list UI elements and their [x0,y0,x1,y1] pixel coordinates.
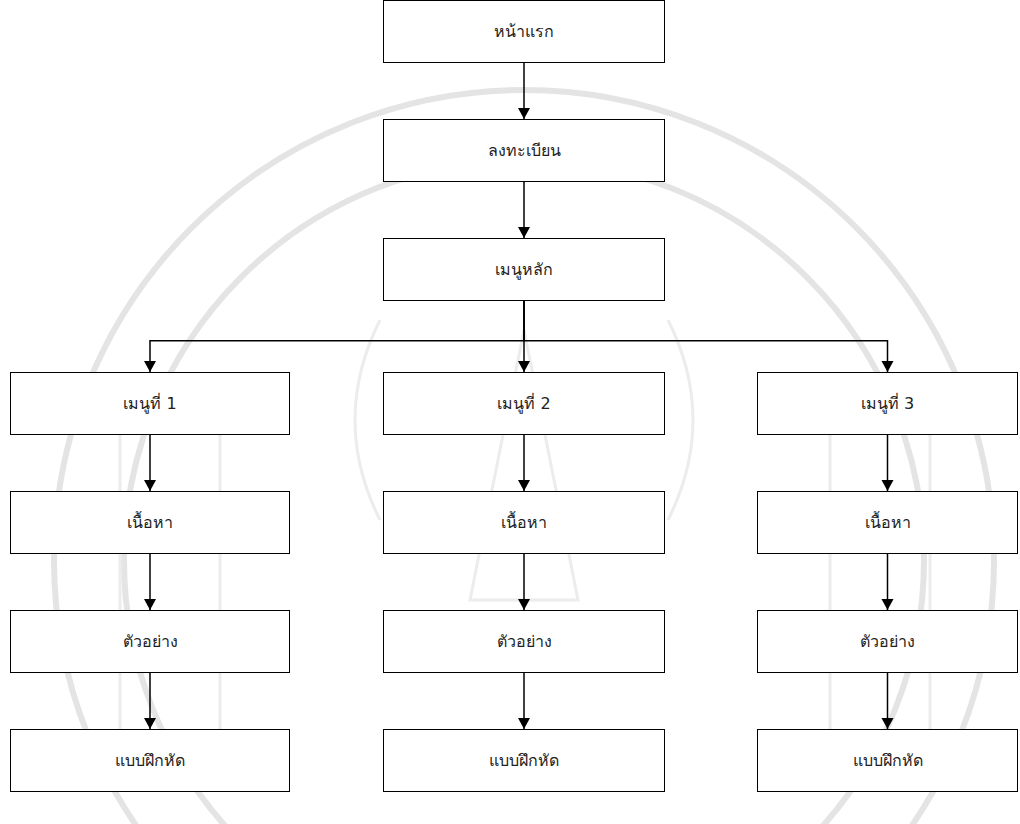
process-box: ตัวอย่าง [757,610,1018,673]
flow-arrow [518,63,530,119]
box-label: แบบฝึกหัด [481,748,567,773]
flow-arrow [144,554,156,610]
process-box: เมนูที่ 2 [383,372,665,435]
flow-line [524,301,888,372]
box-label: หน้าแรก [486,19,562,44]
flow-arrow [882,435,894,491]
arrow-head [882,718,894,729]
box-label: ตัวอย่าง [852,629,923,654]
process-box: แบบฝึกหัด [10,729,290,792]
flow-line [150,301,524,372]
flow-arrow [144,673,156,729]
flow-arrow [144,435,156,491]
process-box: ลงทะเบียน [383,119,665,182]
process-box: แบบฝึกหัด [383,729,665,792]
box-label: เนื้อหา [493,510,555,535]
flow-arrow [524,301,894,372]
arrow-head [144,480,156,491]
box-label: เนื้อหา [119,510,181,535]
process-box: เนื้อหา [10,491,290,554]
process-box: หน้าแรก [383,0,665,63]
arrow-head [144,599,156,610]
flow-arrow [518,182,530,238]
flow-arrow [144,301,524,372]
process-box: ตัวอย่าง [10,610,290,673]
box-label: ตัวอย่าง [489,629,560,654]
flow-arrow [518,673,530,729]
process-box: แบบฝึกหัด [757,729,1018,792]
arrow-head [882,599,894,610]
arrow-head [518,480,530,491]
box-label: ลงทะเบียน [480,138,569,163]
arrow-head [144,718,156,729]
process-box: เมนูหลัก [383,238,665,301]
flow-arrow [882,673,894,729]
flow-arrow [882,554,894,610]
box-label: เนื้อหา [857,510,919,535]
box-label: แบบฝึกหัด [845,748,931,773]
process-box: เนื้อหา [383,491,665,554]
flow-arrow [518,435,530,491]
arrow-head [882,480,894,491]
process-box: เมนูที่ 1 [10,372,290,435]
box-label: เมนูที่ 3 [853,391,922,416]
arrow-head [882,361,894,372]
arrow-head [518,718,530,729]
flow-arrow [518,554,530,610]
arrow-head [518,361,530,372]
box-label: เมนูหลัก [487,257,561,282]
box-label: แบบฝึกหัด [107,748,193,773]
arrow-head [518,227,530,238]
process-box: เมนูที่ 3 [757,372,1018,435]
process-box: เนื้อหา [757,491,1018,554]
box-label: เมนูที่ 1 [115,391,184,416]
arrow-head [144,361,156,372]
process-box: ตัวอย่าง [383,610,665,673]
box-label: เมนูที่ 2 [489,391,558,416]
arrow-head [518,599,530,610]
box-label: ตัวอย่าง [115,629,186,654]
arrow-head [518,108,530,119]
